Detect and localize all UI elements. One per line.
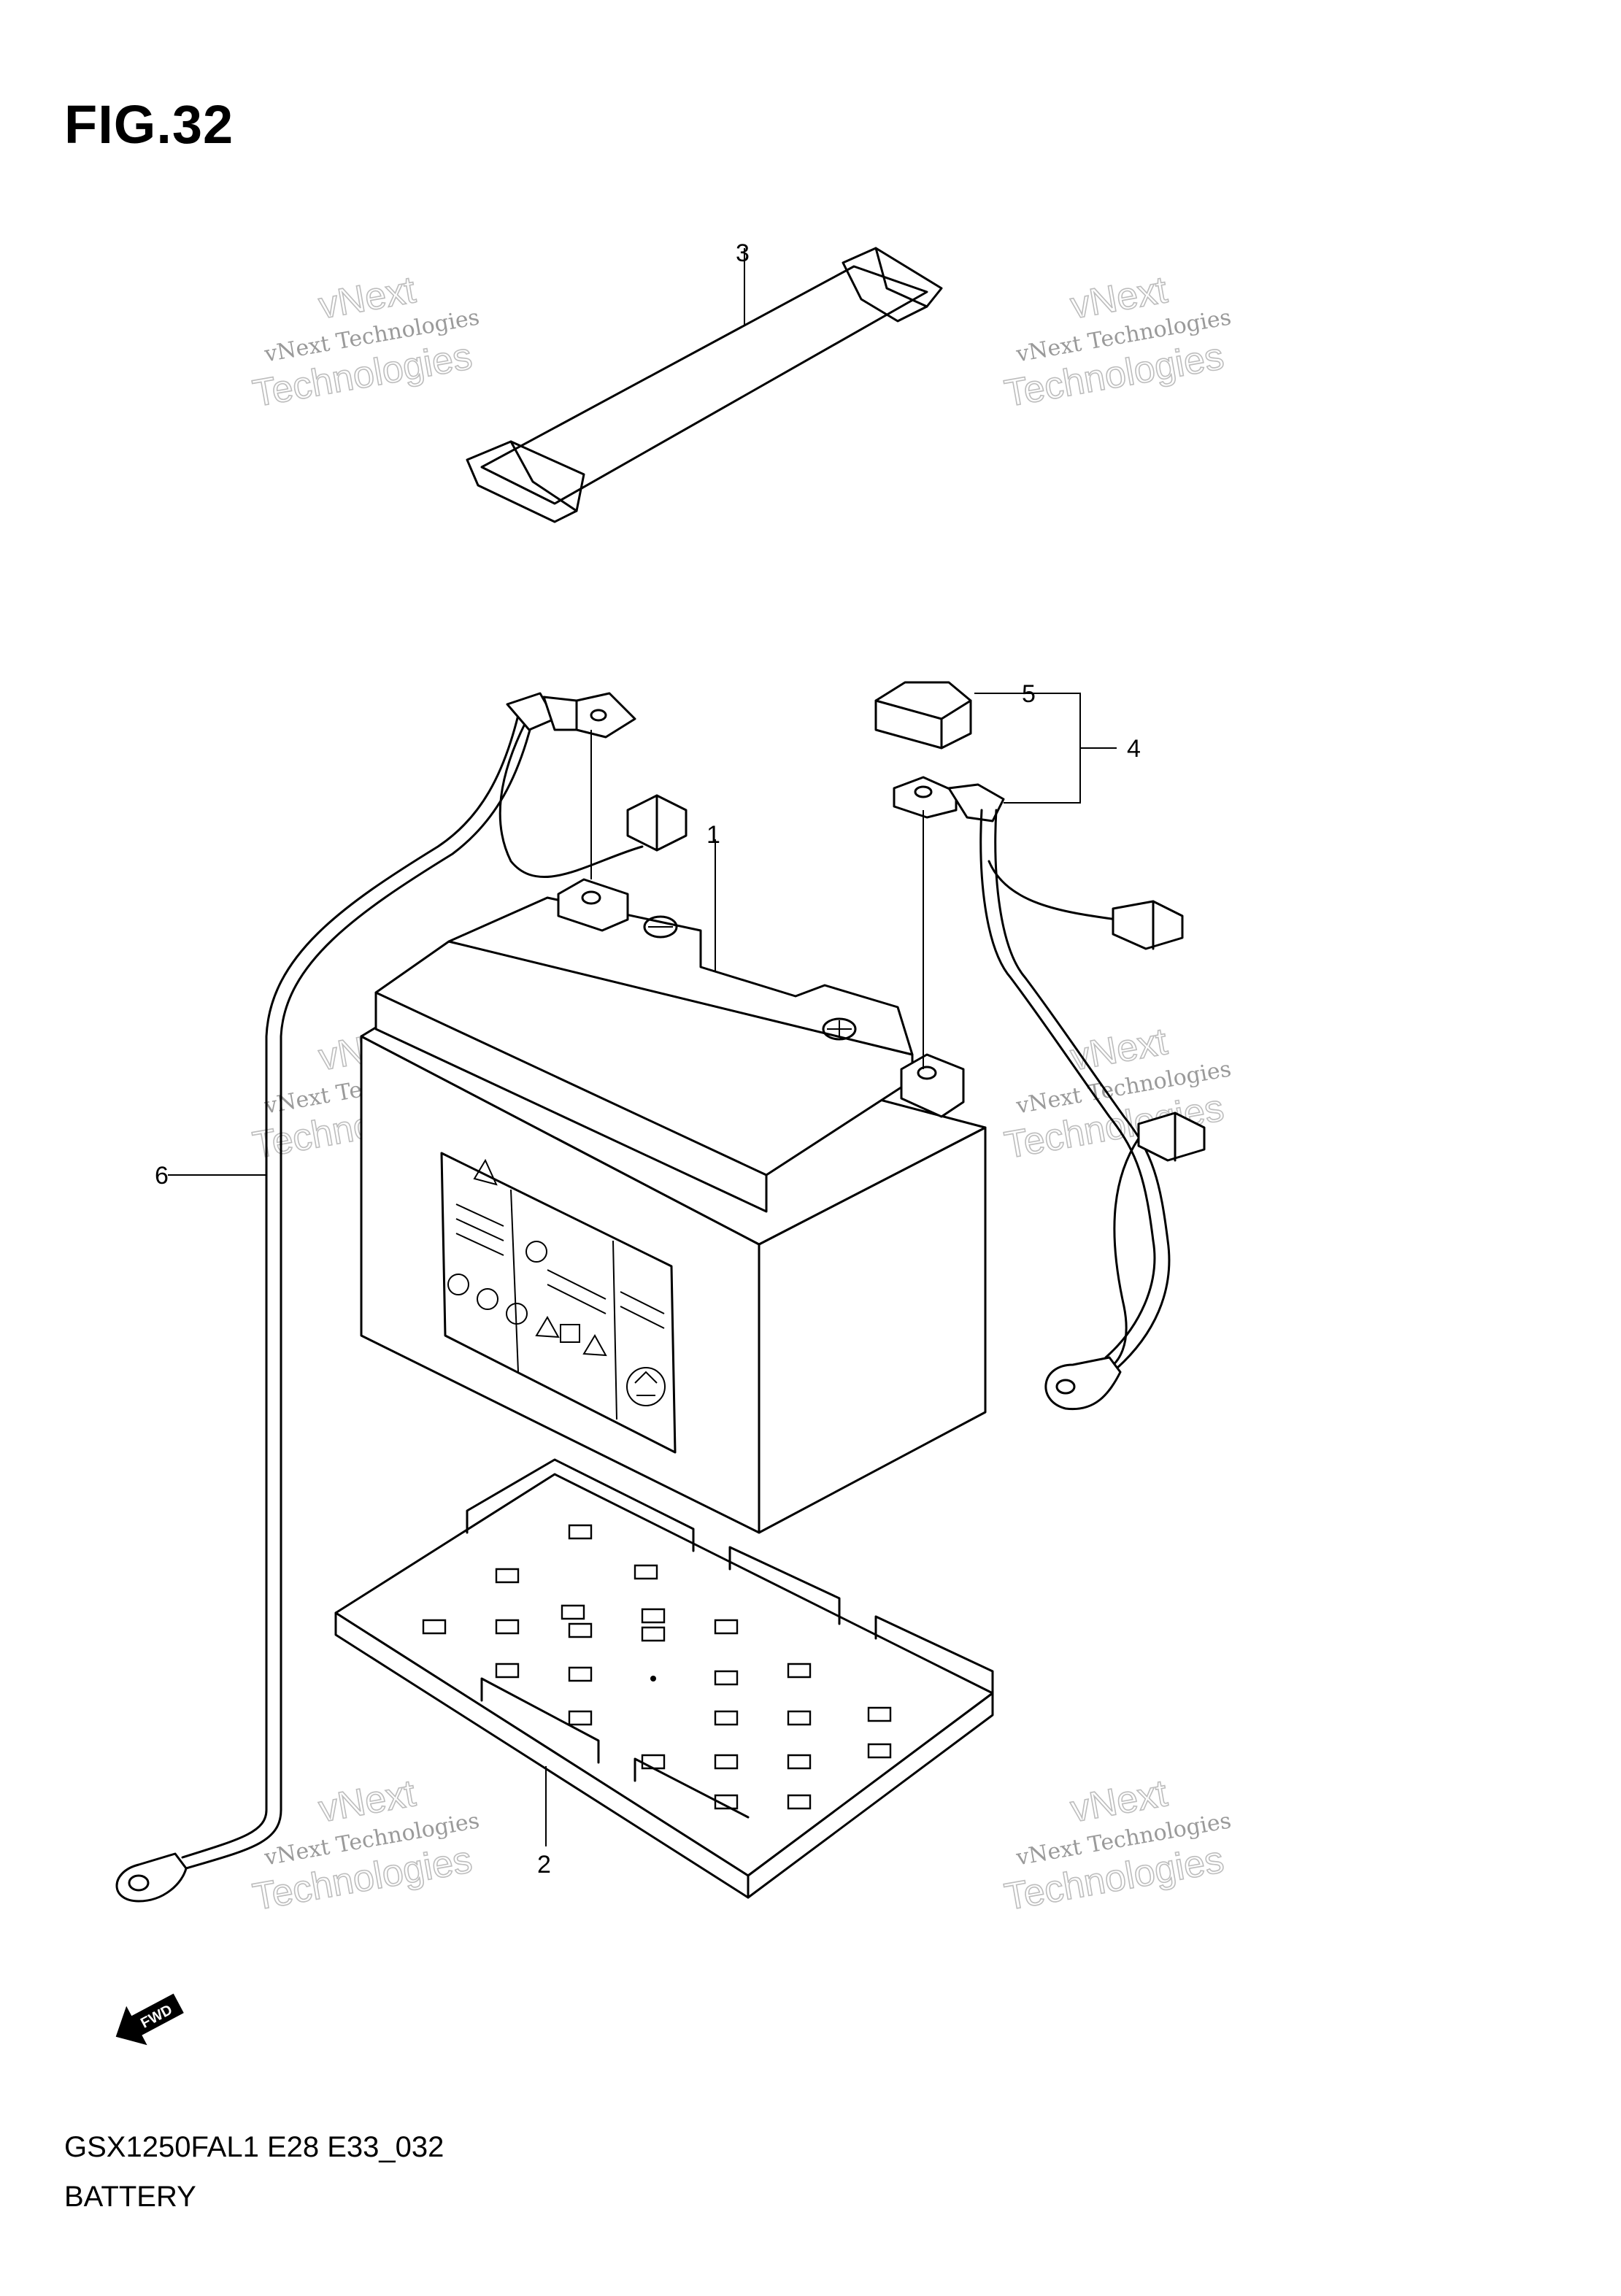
battery-warning-label <box>440 1152 677 1454</box>
section-name: BATTERY <box>64 2181 196 2213</box>
fwd-arrow-icon: FWD <box>115 1993 184 2046</box>
callout-1: 1 <box>706 821 720 849</box>
warning-triangle-icon <box>473 1158 498 1186</box>
callout-3: 3 <box>736 239 750 267</box>
callout-4: 4 <box>1127 735 1141 763</box>
figure-title: FIG.32 <box>64 94 234 155</box>
callout-6: 6 <box>155 1162 169 1190</box>
watermark-bottom-right: vNext vNext Technologies Technologies <box>1001 1771 1233 1919</box>
ground-cable <box>115 692 688 1903</box>
watermark-top-right: vNext vNext Technologies Technologies <box>1001 268 1233 415</box>
callout-leader-4 <box>974 693 1081 804</box>
watermark-bottom-left: vNext vNext Technologies Technologies <box>249 1771 481 1919</box>
battery-tray <box>334 1458 994 1899</box>
recycle-icon <box>626 1367 666 1406</box>
model-code: GSX1250FAL1 E28 E33_032 <box>64 2131 444 2163</box>
callout-2: 2 <box>537 1851 551 1879</box>
terminal-cover <box>874 681 1022 750</box>
battery <box>360 839 987 1534</box>
battery-band <box>466 247 943 523</box>
watermark-top-left: vNext vNext Technologies Technologies <box>249 268 481 415</box>
battery-cable-assembly <box>893 693 1206 1411</box>
